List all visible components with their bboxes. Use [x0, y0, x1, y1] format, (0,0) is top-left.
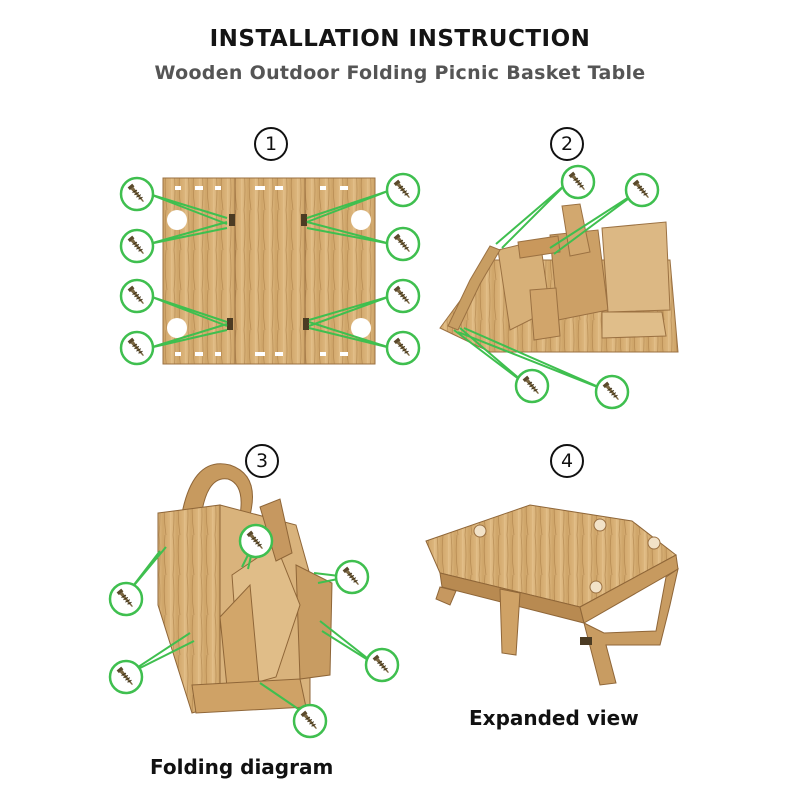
screw-icon	[238, 523, 274, 559]
screw-icon	[594, 374, 630, 410]
screw-icon	[119, 176, 155, 212]
basket-left-side	[157, 504, 221, 714]
page-title: INSTALLATION INSTRUCTION	[209, 26, 591, 52]
table-side-frame	[583, 567, 679, 686]
screw-icon	[119, 228, 155, 264]
screw-icon	[514, 368, 550, 404]
screw-icon	[119, 278, 155, 314]
screw-icon	[119, 330, 155, 366]
page-subtitle: Wooden Outdoor Folding Picnic Basket Tab…	[154, 62, 646, 84]
hinge-icon	[227, 214, 309, 330]
step-3-number: 3	[245, 444, 279, 478]
board-center-panel	[234, 177, 306, 365]
hinge-icon	[580, 637, 592, 645]
step-1-number: 1	[254, 127, 288, 161]
screw-icon	[108, 581, 144, 617]
screw-icon	[385, 172, 421, 208]
screw-icon	[385, 226, 421, 262]
basket-right-side	[295, 564, 333, 680]
table-leg	[499, 588, 521, 656]
step-4-caption: Expanded view	[469, 706, 639, 730]
screw-icon	[292, 703, 328, 739]
step-2-illustration	[439, 164, 679, 410]
step-4-number: 4	[550, 444, 584, 478]
screw-icon	[624, 172, 660, 208]
screw-icon	[385, 278, 421, 314]
screw-icon	[108, 659, 144, 695]
step-4-illustration	[425, 504, 679, 686]
step-2-number: 2	[550, 127, 584, 161]
step-3-caption: Folding diagram	[150, 755, 334, 779]
step-3-illustration	[108, 463, 400, 739]
screw-icon	[560, 164, 596, 200]
screw-icon	[364, 647, 400, 683]
table-leg	[435, 586, 457, 606]
step-1-illustration	[119, 172, 421, 366]
screw-icon	[334, 559, 370, 595]
screw-icon	[385, 330, 421, 366]
